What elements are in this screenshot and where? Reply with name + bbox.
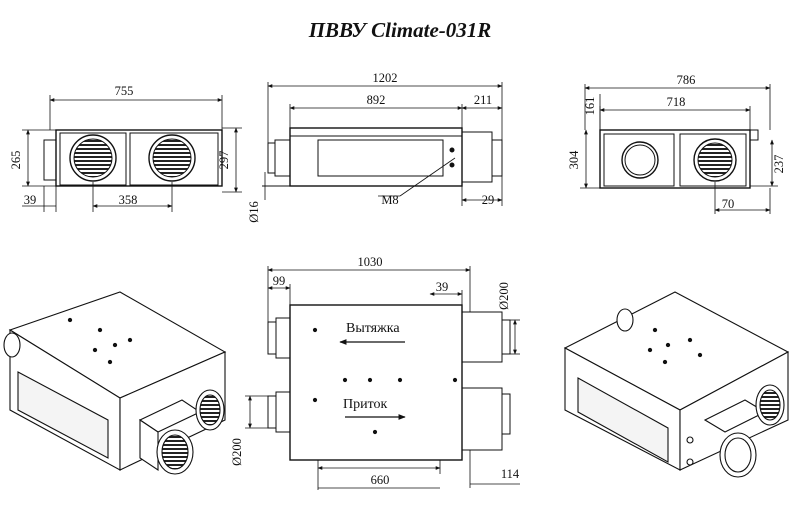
dim-side-inner: 892 — [367, 93, 386, 107]
top-spigot-left-lower-end — [267, 395, 277, 429]
dim-front-height2: 297 — [217, 151, 231, 170]
top-box-right-lower — [461, 387, 503, 451]
back-dimensions: 786 718 161 304 237 70 — [567, 73, 786, 214]
top-dimensions: 1030 99 39 Ø200 Ø200 660 114 — [230, 255, 520, 490]
iso-left-panel — [17, 371, 109, 459]
iso-right-spigot — [616, 308, 634, 332]
dim-front-offset: 39 — [24, 193, 37, 207]
top-box-right-upper — [461, 311, 503, 363]
dim-side-right: 211 — [474, 93, 492, 107]
side-panel — [317, 139, 444, 177]
dim-back-width: 786 — [677, 73, 696, 87]
front-fan-left-grill — [73, 138, 113, 178]
isometric-left-view — [3, 291, 227, 475]
side-spigot-left — [274, 139, 291, 177]
back-panel-left — [603, 133, 675, 187]
front-flange-left — [43, 139, 57, 181]
front-view — [43, 129, 223, 187]
drawing-title: ПВВУ Climate-031R — [308, 18, 492, 42]
dim-back-roffset: 70 — [722, 197, 735, 211]
side-dimensions: 1202 892 211 Ø16 M8 29 — [247, 71, 503, 223]
back-fan-grill — [697, 142, 733, 178]
back-panel-right — [679, 133, 747, 187]
dim-top-length: 1030 — [358, 255, 383, 269]
front-dimensions: 755 265 297 39 358 — [9, 84, 242, 212]
top-view — [267, 304, 511, 461]
side-view — [262, 127, 503, 187]
top-spigot-right-upper — [501, 319, 511, 355]
iso-left-spigot — [3, 332, 21, 358]
back-duct-left — [621, 141, 659, 179]
side-spigot-right — [491, 139, 503, 177]
dim-top-bottom-right: 114 — [501, 467, 520, 481]
isometric-right-view — [563, 291, 790, 478]
front-fan-right-grill — [152, 138, 192, 178]
front-panel-right — [129, 132, 219, 186]
dim-front-width: 755 — [115, 84, 134, 98]
dim-side-length: 1202 — [373, 71, 398, 85]
dim-front-height: 265 — [9, 151, 23, 170]
dim-top-right-offset: 39 — [436, 280, 449, 294]
back-tab — [749, 129, 759, 141]
top-spigot-left-upper — [275, 317, 291, 359]
iso-right-panel — [577, 377, 669, 463]
back-view — [599, 129, 759, 189]
dim-top-duct-top: Ø200 — [497, 282, 511, 310]
dim-side-bolt: M8 — [381, 193, 398, 207]
side-spigot-left-end — [267, 142, 276, 174]
dim-back-height2: 237 — [772, 155, 786, 174]
dim-back-inner: 718 — [667, 95, 686, 109]
label-supply: Приток — [343, 397, 388, 412]
dim-front-spacing: 358 — [119, 193, 138, 207]
top-spigot-left-lower — [275, 391, 291, 433]
top-body — [289, 304, 463, 461]
side-box-right — [461, 131, 493, 183]
dim-back-height: 304 — [567, 150, 581, 170]
side-body — [289, 127, 463, 187]
dim-top-duct-bottom: Ø200 — [230, 438, 244, 466]
back-duct-left-inner — [624, 144, 656, 176]
top-spigot-right-lower — [501, 393, 511, 435]
dim-back-top: 161 — [583, 97, 597, 116]
dim-top-bottom-len: 660 — [371, 473, 390, 487]
iso-left-box-front — [139, 418, 159, 472]
back-body — [599, 129, 751, 189]
label-exhaust: Вытяжка — [346, 321, 400, 336]
top-spigot-left-upper-end — [267, 321, 277, 355]
dim-side-roffset: 29 — [482, 193, 495, 207]
dim-top-left-offset: 99 — [273, 274, 286, 288]
dim-side-dia: Ø16 — [247, 201, 261, 223]
